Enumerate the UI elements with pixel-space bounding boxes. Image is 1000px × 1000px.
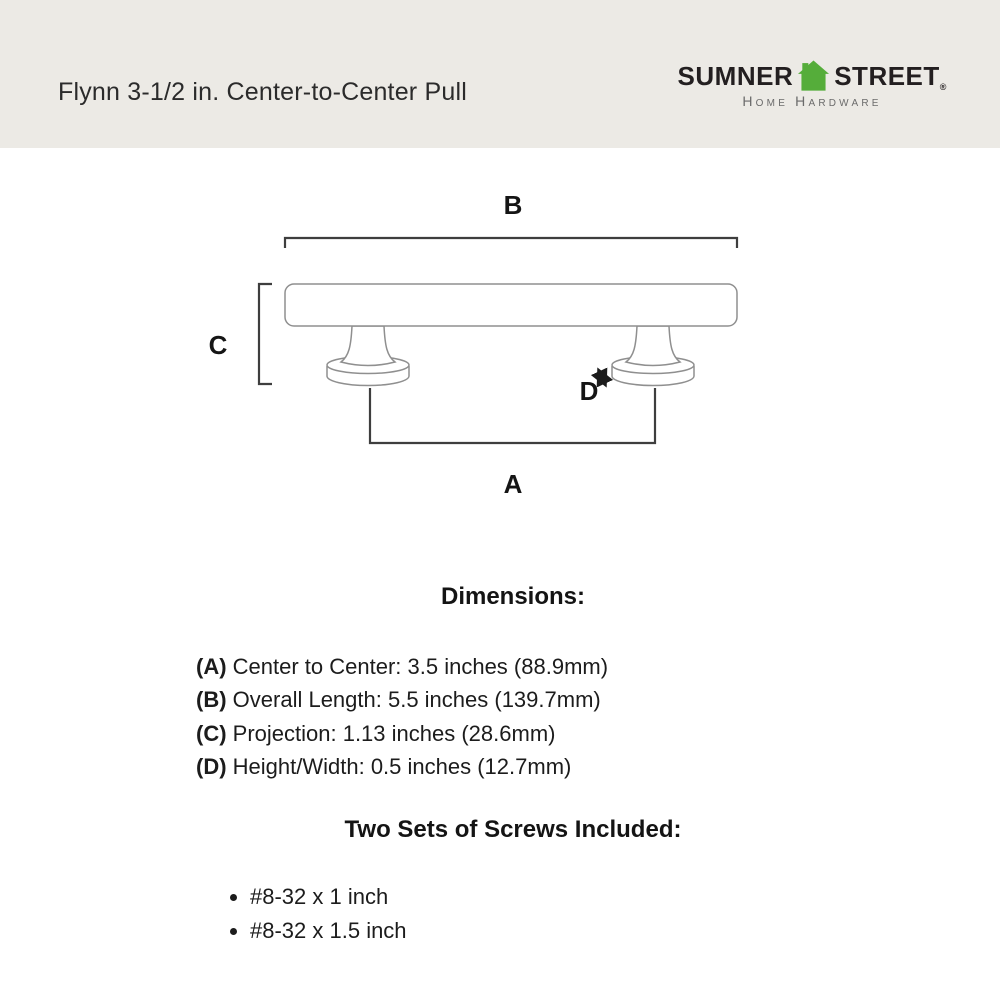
dimensions-heading: Dimensions: (440, 583, 586, 610)
dimension-value-d: Height/Width: 0.5 inches (12.7mm) (226, 753, 572, 779)
dimension-key-a: (A) (196, 654, 227, 679)
dimension-row-c: (C) Projection: 1.13 inches (28.6mm) (196, 717, 608, 750)
bracket-overall-length-B (283, 236, 739, 248)
handle-bar (284, 283, 738, 327)
screw-item-2: #8-32 x 1.5 inch (250, 914, 407, 948)
brand-logo-wordmark: SUMNER STREET ® (672, 60, 952, 92)
dimension-row-b: (B) Overall Length: 5.5 inches (139.7mm) (196, 683, 608, 716)
dimension-D-arrow (590, 367, 614, 388)
brand-tagline: Home Hardware (742, 93, 882, 109)
dimension-value-a: Center to Center: 3.5 inches (88.9mm) (226, 654, 609, 679)
registered-trademark-symbol: ® (939, 82, 947, 92)
brand-word-sumner: SUMNER (677, 61, 794, 91)
dimension-key-b: (B) (196, 687, 227, 713)
dimension-row-a: (A) Center to Center: 3.5 inches (88.9mm… (196, 650, 608, 683)
house-icon (798, 60, 830, 91)
dimension-value-c: Projection: 1.13 inches (28.6mm) (226, 720, 556, 746)
page-title: Flynn 3-1/2 in. Center-to-Center Pull (58, 78, 467, 106)
label-C: C (209, 330, 228, 360)
label-D: D (580, 376, 599, 406)
left-post (339, 325, 397, 367)
dimension-key-c: (C) (196, 720, 227, 746)
brand-logo: SUMNER STREET ® Home Hardware (672, 60, 952, 109)
bracket-center-to-center-A (368, 388, 657, 445)
screw-item-1: #8-32 x 1 inch (250, 880, 407, 914)
brand-word-street: STREET (834, 61, 940, 91)
dimensions-list: (A) Center to Center: 3.5 inches (88.9mm… (196, 650, 608, 783)
bracket-projection-C (257, 282, 272, 386)
dimension-key-d: (D) (196, 753, 227, 779)
dimension-row-d: (D) Height/Width: 0.5 inches (12.7mm) (196, 750, 608, 783)
label-B: B (504, 190, 523, 220)
screws-heading: Two Sets of Screws Included: (344, 816, 682, 843)
right-post (624, 325, 682, 367)
pull-dimension-diagram: B C A D (209, 190, 739, 499)
screws-list: #8-32 x 1 inch #8-32 x 1.5 inch (250, 880, 407, 947)
dimension-value-b: Overall Length: 5.5 inches (139.7mm) (226, 687, 601, 713)
header-banner: Flynn 3-1/2 in. Center-to-Center Pull SU… (0, 0, 1000, 148)
label-A: A (504, 469, 523, 499)
